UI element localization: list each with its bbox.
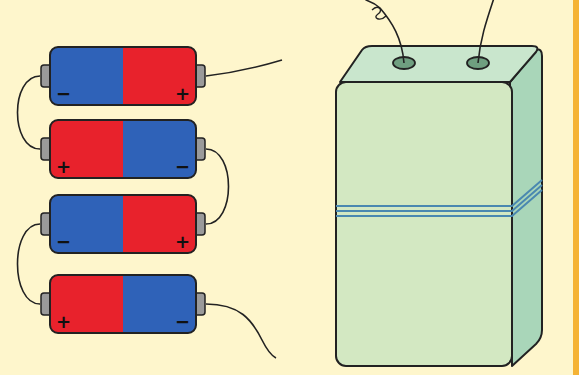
battery-cell: +− (40, 273, 206, 335)
rubber-band (336, 190, 542, 216)
loose-wire (206, 304, 276, 358)
rubber-band (336, 185, 542, 211)
lamp-wire (478, 0, 494, 63)
wire-twist (372, 7, 386, 19)
terminal-sign-left: − (56, 85, 71, 103)
terminal-sign-right: − (175, 158, 190, 176)
terminal-sign-left: + (56, 158, 71, 176)
box-front (336, 82, 512, 366)
terminal-sign-left: − (56, 233, 71, 251)
terminal-sign-right: + (175, 233, 190, 251)
box-top (340, 46, 537, 82)
terminal-sign-left: + (56, 313, 71, 331)
page-edge-strip (573, 0, 579, 375)
rubber-band (336, 180, 542, 206)
loose-wire (206, 60, 282, 76)
connecting-wire (206, 149, 229, 224)
connecting-wire (18, 224, 41, 304)
battery-cell: −+ (40, 193, 206, 255)
terminal-sign-right: + (175, 85, 190, 103)
battery-cell: +− (40, 118, 206, 180)
terminal-sign-right: − (175, 313, 190, 331)
lamp-wire (364, 0, 404, 63)
connecting-wire (18, 76, 41, 149)
battery-cell: −+ (40, 45, 206, 107)
